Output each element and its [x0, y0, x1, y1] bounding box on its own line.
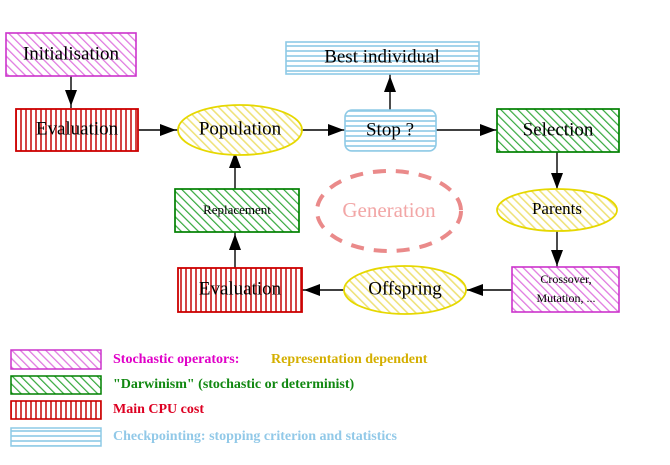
node-generation-annotation: Generation	[315, 169, 463, 253]
node-evaluation-bottom-label: Evaluation	[199, 278, 282, 299]
node-generation-label: Generation	[342, 198, 436, 222]
edge-stop-to-selection	[436, 124, 497, 136]
legend-label-representation: Representation dependent	[271, 352, 428, 367]
node-variation-label-line2: Mutation, ...	[537, 291, 596, 305]
node-stop-label: Stop ?	[366, 119, 414, 140]
node-evaluation-left-label: Evaluation	[36, 118, 119, 139]
edge-offspring-to-evaluation-bottom	[302, 284, 344, 296]
edges-layer	[65, 74, 563, 296]
edge-stop-to-best-individual	[384, 74, 396, 110]
node-evaluation-bottom[interactable]: Evaluation	[177, 267, 303, 313]
edge-variation-to-offspring	[465, 284, 512, 296]
legend-label-stochastic: Stochastic operators:	[113, 352, 239, 367]
legend-swatch-stochastic	[10, 349, 102, 370]
node-selection[interactable]: Selection	[496, 108, 620, 153]
node-variation[interactable]: Crossover, Mutation, ...	[511, 266, 620, 313]
node-initialisation[interactable]: Initialisation	[5, 32, 137, 77]
legend-label-checkpointing: Checkpointing: stopping criterion and st…	[113, 429, 397, 444]
node-initialisation-label: Initialisation	[23, 43, 120, 64]
node-replacement-label: Replacement	[203, 202, 271, 217]
node-evaluation-left[interactable]: Evaluation	[15, 108, 139, 152]
node-parents[interactable]: Parents	[496, 188, 618, 232]
edge-parents-to-variation	[551, 230, 563, 267]
edge-population-to-stop	[301, 124, 345, 136]
legend-row-checkpointing: Checkpointing: stopping criterion and st…	[10, 427, 397, 447]
edge-evaluation-bottom-to-replacement	[229, 232, 241, 268]
node-population[interactable]: Population	[177, 104, 303, 156]
edge-evaluation-to-population	[138, 124, 178, 136]
node-stop[interactable]: Stop ?	[344, 109, 437, 152]
node-replacement[interactable]: Replacement	[174, 188, 300, 233]
node-population-label: Population	[199, 118, 282, 139]
node-offspring[interactable]: Offspring	[343, 265, 467, 315]
legend: Stochastic operators: Representation dep…	[10, 349, 428, 447]
legend-swatch-cpu	[10, 400, 102, 420]
edge-replacement-to-population	[229, 150, 241, 189]
legend-swatch-darwinism	[10, 375, 102, 395]
node-parents-label: Parents	[532, 199, 582, 218]
node-offspring-label: Offspring	[368, 278, 442, 299]
edge-initialisation-to-evaluation	[65, 76, 77, 108]
node-selection-label: Selection	[523, 119, 594, 140]
node-best-individual[interactable]: Best individual	[285, 41, 480, 75]
legend-row-stochastic: Stochastic operators: Representation dep…	[10, 349, 428, 370]
node-best-individual-label: Best individual	[324, 46, 440, 67]
legend-swatch-checkpointing	[10, 427, 102, 447]
node-variation-label-line1: Crossover,	[540, 272, 591, 286]
legend-row-cpu: Main CPU cost	[10, 400, 204, 420]
legend-label-cpu: Main CPU cost	[113, 402, 204, 417]
edge-selection-to-parents	[551, 152, 563, 190]
legend-label-darwinism: "Darwinism" (stochastic or determinist)	[113, 377, 355, 392]
legend-row-darwinism: "Darwinism" (stochastic or determinist)	[10, 375, 355, 395]
